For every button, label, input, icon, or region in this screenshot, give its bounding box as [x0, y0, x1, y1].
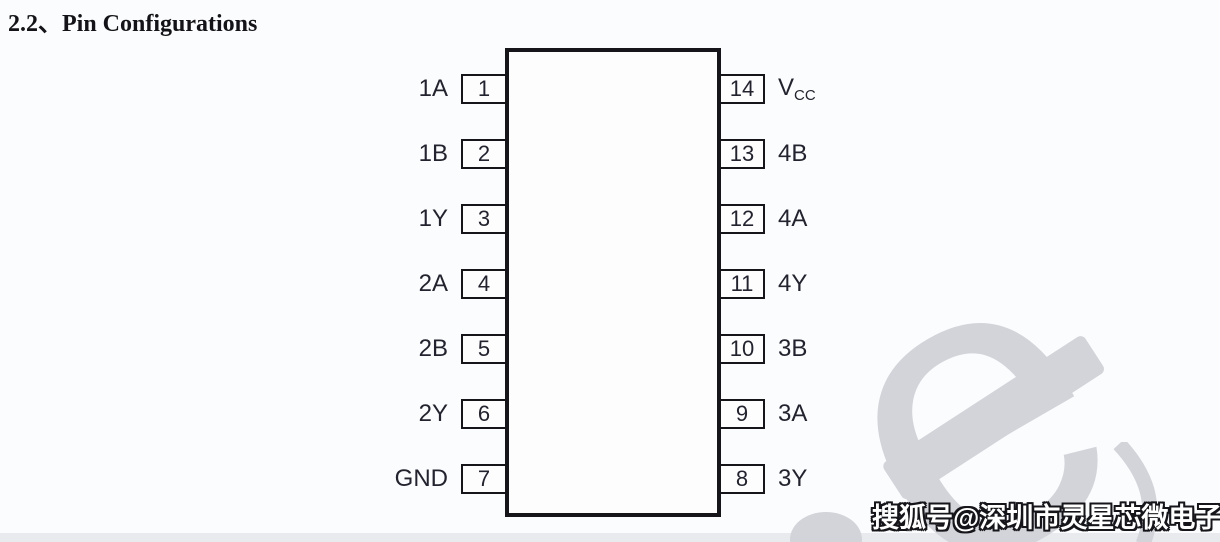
pin-box: 5 [461, 334, 507, 364]
pin-label: GND [394, 465, 448, 492]
pin-number: 10 [729, 336, 755, 361]
watermark-text: 搜狐号@深圳市灵星芯微电子 [872, 503, 1220, 533]
pin-row-left-4: 2A 4 [295, 269, 507, 299]
footer-strip [0, 533, 1220, 542]
pin-label: 1B [418, 140, 448, 167]
pin-box: 13 [719, 139, 765, 169]
pin-number: 1 [477, 76, 491, 101]
pin-number: 8 [735, 466, 749, 491]
pin-number: 2 [477, 141, 491, 166]
pin-row-right-12: 12 4A [719, 204, 807, 234]
pin-row-left-7: GND 7 [295, 464, 507, 494]
pin-number: 7 [477, 466, 491, 491]
pin-box: 10 [719, 334, 765, 364]
pin-number: 11 [730, 271, 754, 296]
pin-row-right-14: 14 VCC [719, 74, 816, 104]
pin-row-right-9: 9 3A [719, 399, 807, 429]
watermark-logo-tail [1113, 442, 1158, 542]
pin-number: 4 [477, 271, 491, 296]
pin-label: 3Y [778, 465, 808, 492]
ic-body [505, 48, 721, 517]
pin-box: 2 [461, 139, 507, 169]
pin-number: 12 [729, 206, 755, 231]
pin-label: 1A [418, 75, 448, 102]
pin-label: 2Y [418, 400, 448, 427]
pin-number: 6 [477, 401, 491, 426]
pin-label-subscript: CC [794, 87, 816, 104]
pin-box: 8 [719, 464, 765, 494]
pin-row-left-1: 1A 1 [295, 74, 507, 104]
pin-row-left-2: 1B 2 [295, 139, 507, 169]
page-title: 2.2、Pin Configurations [8, 11, 258, 37]
pin-box: 14 [719, 74, 765, 104]
pin-box: 1 [461, 74, 507, 104]
pin-number: 5 [477, 336, 491, 361]
pin-row-right-10: 10 3B [719, 334, 807, 364]
pin-box: 6 [461, 399, 507, 429]
pin-label: 4A [778, 205, 808, 232]
pin-number: 14 [729, 76, 755, 101]
pin-row-left-3: 1Y 3 [295, 204, 507, 234]
pin-row-right-11: 11 4Y [719, 269, 807, 299]
pin-box: 4 [461, 269, 507, 299]
pin-box: 12 [719, 204, 765, 234]
pin-box: 7 [461, 464, 507, 494]
pin-label: 4Y [778, 270, 808, 297]
pin-row-right-13: 13 4B [719, 139, 807, 169]
pin-label: 2A [418, 270, 448, 297]
pin-row-right-8: 8 3Y [719, 464, 807, 494]
pin-label: 1Y [418, 205, 448, 232]
pin-label: 3B [778, 335, 808, 362]
pin-box: 9 [719, 399, 765, 429]
pin-label: 4B [778, 140, 808, 167]
pin-box: 3 [461, 204, 507, 234]
pin-number: 9 [735, 401, 749, 426]
pin-row-left-5: 2B 5 [295, 334, 507, 364]
pin-number: 3 [477, 206, 491, 231]
pin-row-left-6: 2Y 6 [295, 399, 507, 429]
pin-label: VCC [778, 74, 816, 104]
pin-label: 2B [418, 335, 448, 362]
pin-label: 3A [778, 400, 808, 427]
pin-number: 13 [729, 141, 755, 166]
pin-box: 11 [719, 269, 765, 299]
